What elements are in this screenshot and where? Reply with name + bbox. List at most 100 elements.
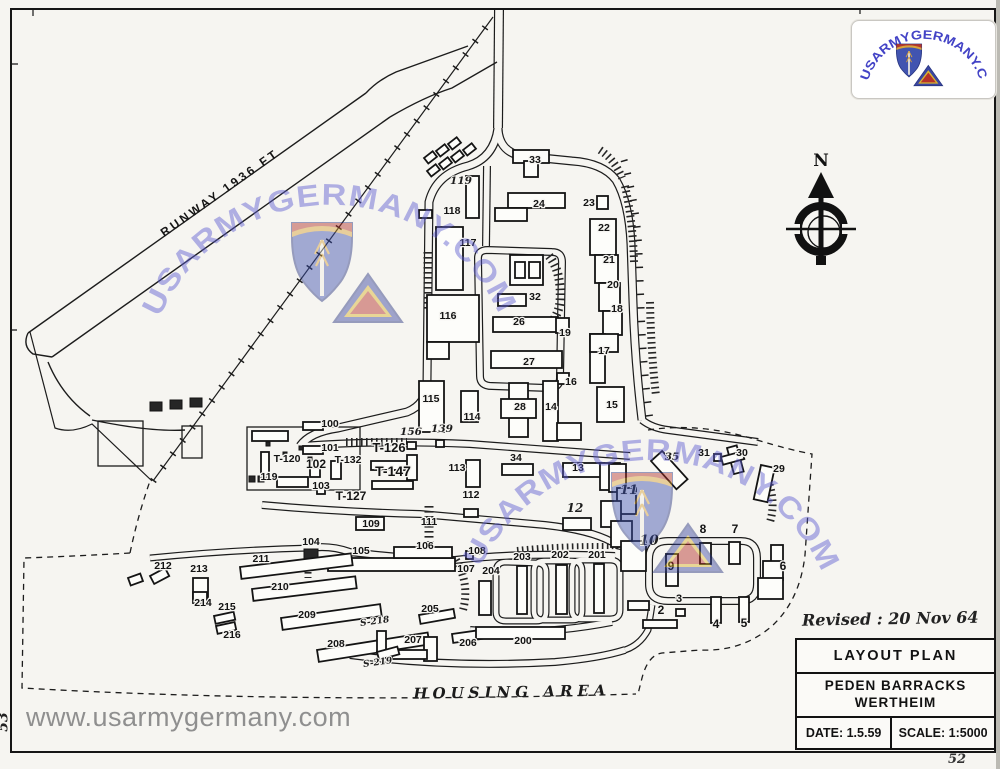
revision-note: Revised : 20 Nov 64 — [801, 607, 979, 630]
building-label: 211 — [253, 553, 270, 565]
building-label: 103 — [312, 480, 330, 492]
sheet-border — [10, 0, 1000, 769]
building — [627, 600, 650, 611]
building — [282, 451, 288, 457]
building-label: T-127 — [336, 489, 367, 503]
north-label: N — [813, 151, 829, 171]
building — [555, 564, 568, 615]
building-label: 114 — [464, 411, 481, 423]
title-block-scale: SCALE: 1:5000 — [898, 725, 988, 740]
building — [422, 149, 439, 165]
building — [298, 445, 304, 451]
building-label: 12 — [567, 501, 584, 515]
building-label: 14 — [545, 401, 557, 413]
building-label: 6 — [780, 559, 787, 573]
building — [589, 218, 617, 256]
building-label: 15 — [606, 399, 618, 411]
building-label: 20 — [607, 279, 619, 291]
building-label: 213 — [190, 563, 208, 575]
building-label: 105 — [352, 545, 370, 557]
page-number-note: 52 — [948, 752, 967, 767]
building-label: 108 — [468, 545, 486, 557]
building-label: 212 — [154, 560, 172, 572]
title-block-date: DATE: 1.5.59 — [797, 717, 893, 748]
building — [276, 476, 309, 488]
building-label: 21 — [603, 254, 615, 266]
housing-area-label: HOUSING AREA — [412, 681, 610, 702]
building — [494, 207, 528, 222]
usarmygermany-logo: USARMYGERMANY.COM — [846, 10, 990, 87]
building — [406, 454, 418, 481]
building-label: T-120 — [274, 453, 301, 465]
building-label: 3 — [676, 593, 682, 605]
building — [593, 563, 605, 614]
building — [435, 226, 464, 291]
building-label: 203 — [513, 551, 531, 563]
building — [393, 546, 453, 559]
building — [642, 619, 678, 629]
building — [596, 195, 609, 210]
building — [752, 463, 776, 504]
building — [514, 261, 526, 279]
building-label: 119 — [450, 175, 473, 187]
building-label: 111 — [421, 516, 438, 528]
building — [149, 401, 163, 412]
building-label: 207 — [404, 634, 422, 646]
building — [250, 575, 358, 602]
building — [260, 451, 270, 478]
building — [446, 135, 463, 151]
building — [309, 467, 321, 478]
building — [435, 439, 445, 448]
building-label: 102 — [306, 457, 326, 471]
building — [465, 459, 481, 488]
building-label: 2 — [658, 603, 665, 617]
usarmygermany-logo-box: USARMYGERMANY.COM — [846, 10, 996, 99]
building-label: 26 — [513, 316, 525, 328]
building-label: 214 — [194, 597, 212, 609]
perimeter-and-runway: RUNWAY 1936 FT — [21, 14, 813, 699]
building-label: 7 — [732, 522, 739, 536]
building — [148, 566, 171, 586]
building-label: T-147 — [375, 463, 411, 479]
building — [620, 540, 647, 572]
sheet-number-side-note: 53 — [0, 712, 12, 732]
building — [528, 261, 541, 279]
building — [307, 456, 313, 462]
building-label: T-132 — [335, 454, 362, 466]
building — [757, 577, 784, 600]
building — [418, 380, 445, 433]
building — [556, 422, 582, 441]
building-label: 200 — [514, 635, 532, 647]
building — [251, 430, 289, 442]
building-label: 35 — [665, 451, 680, 463]
website-watermark-text: www.usarmygermany.com — [26, 702, 352, 732]
building — [497, 293, 527, 307]
building-label: 106 — [416, 540, 434, 552]
building — [248, 475, 256, 483]
building — [375, 645, 401, 661]
building-label: 216 — [223, 629, 241, 641]
building — [649, 449, 689, 491]
building — [728, 541, 741, 565]
title-block-plan-title: LAYOUT PLAN — [797, 640, 994, 674]
building — [675, 608, 686, 617]
building — [490, 350, 563, 369]
building — [330, 460, 342, 480]
building-label: 119 — [261, 471, 278, 483]
building — [475, 626, 566, 640]
building-label: 215 — [218, 601, 236, 613]
building-label: 208 — [327, 638, 345, 650]
building — [507, 192, 566, 209]
building-label: 11 — [620, 483, 638, 498]
north-arrow: N — [786, 151, 856, 265]
building-label: 10 — [639, 533, 659, 549]
title-block-installation-name: PEDEN BARRACKS WERTHEIM — [797, 674, 994, 718]
building — [418, 209, 433, 219]
building-label: 209 — [298, 609, 316, 621]
building-label: 104 — [302, 536, 320, 548]
building — [316, 485, 326, 495]
building — [434, 142, 451, 158]
building-label: 16 — [565, 376, 577, 388]
